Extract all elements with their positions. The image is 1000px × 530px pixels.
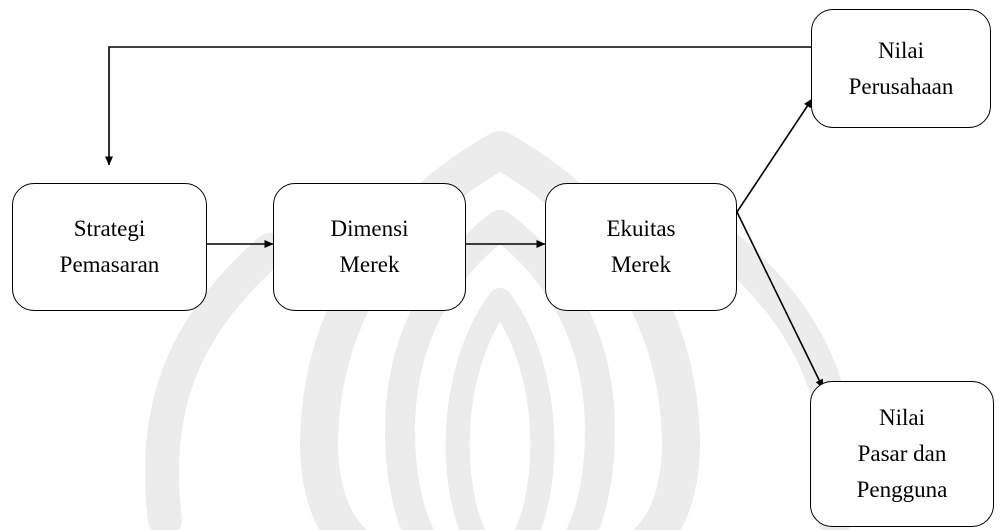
arrow-feedback-to-strategi xyxy=(105,46,811,166)
node-nilai-pasar-dan-pengguna: Nilai Pasar dan Pengguna xyxy=(810,381,994,527)
node-label-line: Pasar dan xyxy=(857,441,947,466)
node-label-line: Pemasaran xyxy=(59,252,160,277)
node-label-line: Ekuitas xyxy=(606,216,676,241)
node-dimensi-merek: Dimensi Merek xyxy=(273,183,466,311)
node-label-line: Pengguna xyxy=(856,477,948,502)
node-label-line: Nilai xyxy=(879,405,925,430)
node-label-line: Perusahaan xyxy=(848,73,954,99)
arrow-ekuitas-to-nilai-perusahaan xyxy=(736,98,813,213)
node-ekuitas-merek: Ekuitas Merek xyxy=(545,183,737,311)
node-label-line: Merek xyxy=(339,252,400,277)
node-nilai-perusahaan: Nilai Perusahaan xyxy=(811,9,991,128)
node-strategi-pemasaran: Strategi Pemasaran xyxy=(12,183,207,311)
node-label-line: Strategi xyxy=(73,216,146,241)
node-label-line: Nilai xyxy=(878,37,924,63)
node-label-line: Dimensi xyxy=(330,216,409,241)
arrow-ekuitas-to-nilai-pasar xyxy=(736,211,824,389)
node-label-line: Merek xyxy=(610,252,672,277)
